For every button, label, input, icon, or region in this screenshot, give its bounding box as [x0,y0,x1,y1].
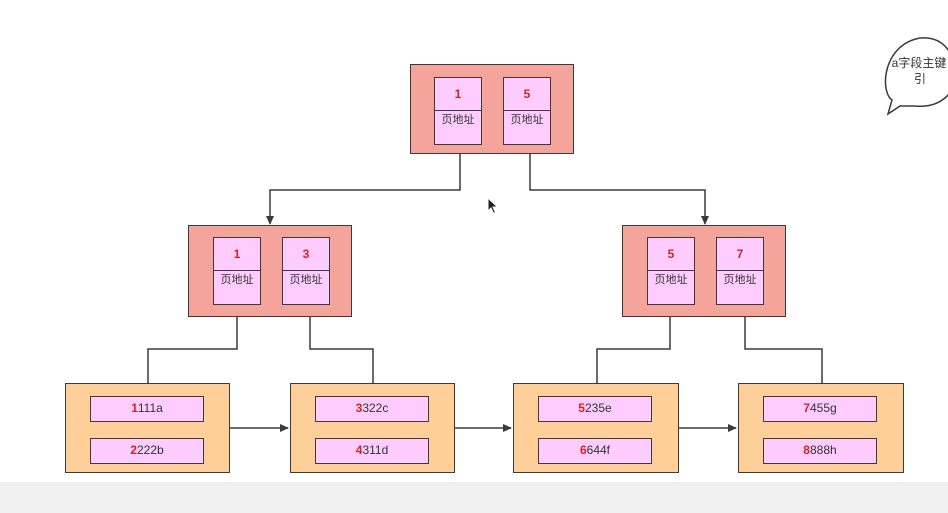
key-value: 1 [435,78,481,111]
callout-text: a字段主键 引 [890,55,948,87]
row-key: 1 [131,401,138,415]
root-key-cell-1: 1 页地址 [434,77,482,145]
edge-int2-leaf4 [744,317,826,395]
internal-right-key-cell-2: 7 页地址 [716,237,764,305]
leaf-node-3: 5235e 6644f [513,383,679,473]
edge-root-left [266,154,461,225]
leaf-row: 1111a [90,396,204,422]
row-rest: 111a [137,401,163,415]
row-key: 2 [130,443,137,457]
callout-line-1: a字段主键 [891,56,947,70]
leaf-node-1: 1111a 2222b [65,383,230,473]
row-key: 6 [579,443,587,457]
internal-right-key-cell-1: 5 页地址 [647,237,695,305]
edge-int1-leaf1 [144,317,238,395]
internal-node-right: 5 页地址 7 页地址 [622,225,786,317]
page-address-label: 页地址 [289,274,323,286]
leaf-row: 3322c [315,396,429,422]
leaf-row: 4311d [315,438,429,464]
key-value: 5 [648,238,694,271]
row-rest: 235e [584,401,612,415]
row-rest: 455g [809,401,837,415]
internal-node-left: 1 页地址 3 页地址 [188,225,352,317]
key-value: 1 [214,238,260,271]
key-value: 3 [283,238,329,271]
bottom-band [0,482,948,513]
leaf-row: 7455g [763,396,877,422]
internal-left-key-cell-2: 3 页地址 [282,237,330,305]
mouse-pointer-icon [487,197,499,215]
internal-left-key-cell-1: 1 页地址 [213,237,261,305]
root-key-cell-2: 5 页地址 [503,77,551,145]
page-address-label: 页地址 [220,274,254,286]
row-rest: 222b [136,443,164,457]
leaf-row: 6644f [538,438,652,464]
row-rest: 888h [809,443,837,457]
leaf-row: 2222b [90,438,204,464]
edge-int2-leaf3 [593,317,671,395]
row-key: 7 [803,401,810,415]
edge-int1-leaf2 [309,317,377,395]
row-rest: 644f [586,443,611,457]
root-node: 1 页地址 5 页地址 [410,64,574,154]
key-value: 7 [717,238,763,271]
row-key: 3 [355,401,363,415]
leaf-row: 5235e [538,396,652,422]
callout-line-2: 引 [913,72,926,86]
row-key: 4 [355,443,363,457]
page-address-label: 页地址 [654,274,688,286]
page-address-label: 页地址 [510,114,544,126]
edge-root-right [529,154,709,225]
key-value: 5 [504,78,550,111]
leaf-row: 8888h [763,438,877,464]
leaf-node-4: 7455g 8888h [738,383,904,473]
row-rest: 322c [362,401,389,415]
callout-bubble [884,37,948,116]
page-address-label: 页地址 [723,274,757,286]
page-address-label: 页地址 [441,114,475,126]
leaf-node-2: 3322c 4311d [290,383,455,473]
row-key: 8 [803,443,810,457]
row-key: 5 [578,401,585,415]
row-rest: 311d [362,443,389,457]
